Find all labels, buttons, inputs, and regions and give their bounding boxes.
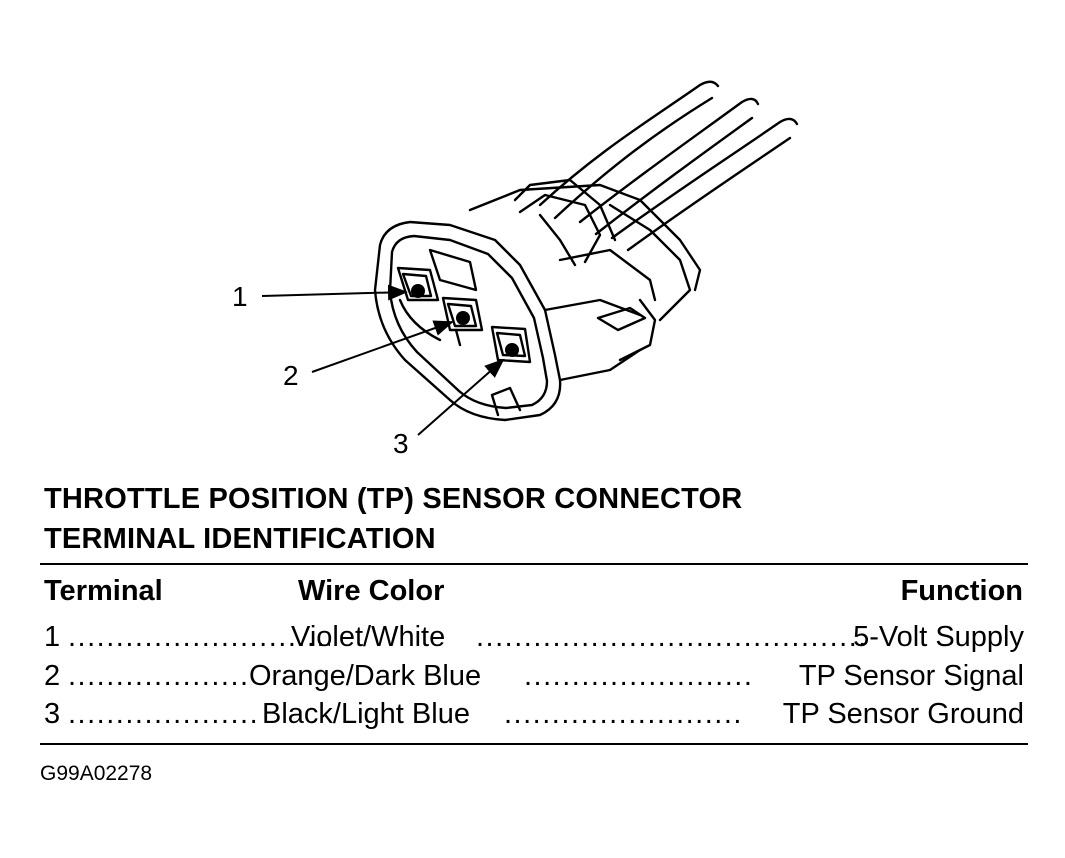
table-row: 2 ......................................… <box>44 659 1024 693</box>
terminal-1-pin <box>411 284 425 298</box>
wire-color: Violet/White <box>291 621 446 653</box>
tp-sensor-connector-illustration <box>261 80 799 436</box>
leader-3 <box>417 358 505 436</box>
terminal-number: 3 <box>44 698 61 730</box>
figure-code: G99A02278 <box>40 762 153 785</box>
terminals <box>411 284 519 357</box>
wire-color: Orange/Dark Blue <box>249 660 482 692</box>
callout-2: 2 <box>283 360 299 391</box>
table-top-rule <box>40 563 1028 565</box>
table-row: 3 ......................................… <box>44 697 1024 731</box>
wire-bundle <box>538 80 799 252</box>
callout-1: 1 <box>232 281 248 312</box>
terminal-number: 2 <box>44 660 61 692</box>
terminal-number: 1 <box>44 621 61 653</box>
connector-back-housing <box>468 178 702 362</box>
leader-dots: ........................................… <box>68 698 260 730</box>
callout-leaders <box>261 284 505 436</box>
function: TP Sensor Ground <box>782 698 1024 730</box>
table-bottom-rule <box>40 743 1028 745</box>
leader-dots: ........................................… <box>476 621 866 653</box>
function: TP Sensor Signal <box>798 660 1024 692</box>
header-wire-color: Wire Color <box>298 575 445 607</box>
leader-2 <box>311 320 454 373</box>
leader-dots: ........................................… <box>68 621 330 653</box>
leader-1 <box>261 284 408 301</box>
leader-dots: ........................................… <box>68 660 248 692</box>
terminal-3-pin <box>505 343 519 357</box>
title-line-1: THROTTLE POSITION (TP) SENSOR CONNECTOR <box>44 483 743 515</box>
terminal-2-pin <box>456 311 470 325</box>
leader-dots: ........................................… <box>504 698 739 730</box>
title-line-2: TERMINAL IDENTIFICATION <box>44 523 436 555</box>
function: 5-Volt Supply <box>853 621 1024 653</box>
leader-dots: ........................................… <box>524 660 756 692</box>
wire-color: Black/Light Blue <box>262 698 470 730</box>
header-function: Function <box>900 575 1023 607</box>
callout-3: 3 <box>393 428 409 459</box>
table-row: 1 ......................................… <box>44 620 1024 654</box>
connector-front-shell <box>373 220 642 422</box>
header-terminal: Terminal <box>44 575 163 607</box>
